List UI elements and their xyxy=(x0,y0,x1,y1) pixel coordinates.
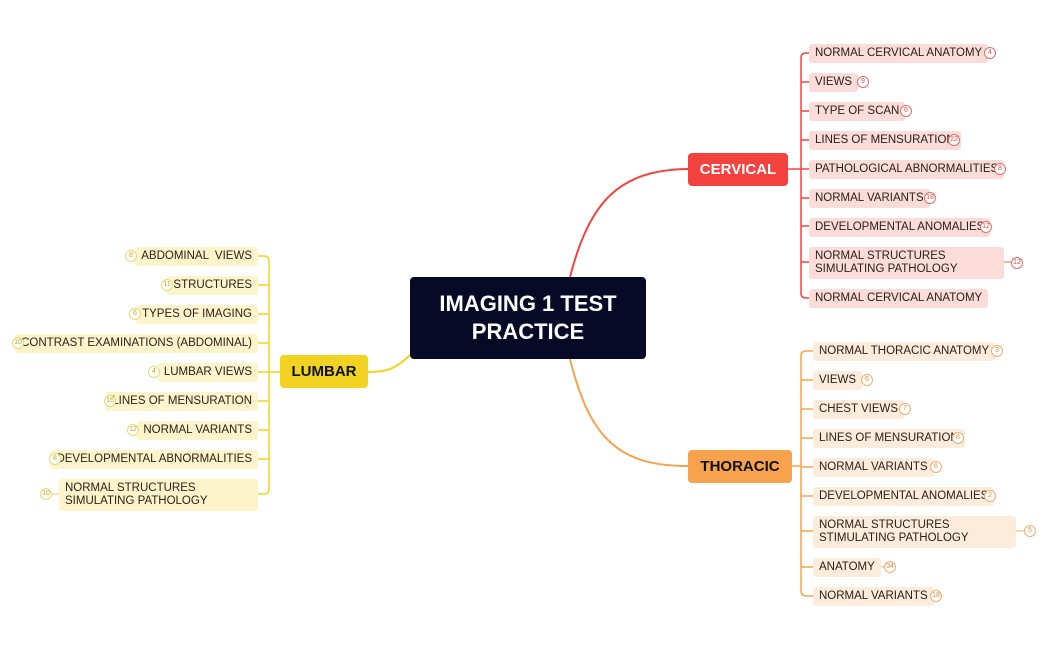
topic-label: LINES OF MENSURATION xyxy=(819,432,959,444)
thoracic-topic[interactable]: NORMAL STRUCTURES STIMULATING PATHOLOGY xyxy=(813,516,1016,548)
thoracic-topic[interactable]: NORMAL VARIANTS xyxy=(813,587,934,606)
topic-label: NORMAL CERVICAL ANATOMY xyxy=(815,47,983,59)
count-badge: 9 xyxy=(857,76,869,88)
count-badge: 8 xyxy=(49,453,61,465)
branch-thoracic[interactable]: THORACIC xyxy=(688,450,792,483)
lumbar-topic[interactable]: DEVELOPMENTAL ABNORMALITIES xyxy=(50,450,258,469)
topic-label: NORMAL STRUCTURES SIMULATING PATHOLOGY xyxy=(65,482,208,507)
cervical-topic[interactable]: NORMAL STRUCTURES SIMULATING PATHOLOGY xyxy=(809,247,1004,279)
topic-label: DEVELOPMENTAL ANOMALIES xyxy=(815,221,985,233)
topic-label: TYPE OF SCAN xyxy=(815,105,900,117)
thoracic-topic[interactable]: CHEST VIEWS xyxy=(813,400,905,419)
count-badge: 8 xyxy=(994,163,1006,175)
count-badge: 12 xyxy=(980,221,992,233)
topic-label: NORMAL VARIANTS xyxy=(815,192,924,204)
lumbar-topic[interactable]: NORMAL STRUCTURES SIMULATING PATHOLOGY xyxy=(59,479,258,511)
thoracic-topic[interactable]: LINES OF MENSURATION xyxy=(813,429,965,448)
count-badge: 4 xyxy=(148,366,160,378)
cervical-topic[interactable]: TYPE OF SCAN xyxy=(809,102,906,121)
cervical-topic[interactable]: PATHOLOGICAL ABNORMALITIES xyxy=(809,160,1005,179)
count-badge: 2 xyxy=(984,490,996,502)
topic-label: NORMAL CERVICAL ANATOMY xyxy=(815,292,983,304)
topic-label: TYPES OF IMAGING xyxy=(142,308,252,320)
count-badge: 4 xyxy=(984,47,996,59)
topic-label: VIEWS xyxy=(819,374,857,386)
thoracic-topic[interactable]: NORMAL VARIANTS xyxy=(813,458,934,477)
count-badge: 8 xyxy=(952,432,964,444)
count-badge: 8 xyxy=(125,250,137,262)
topic-label: CONTRAST EXAMINATIONS (ABDOMINAL) xyxy=(21,337,252,349)
count-badge: 12 xyxy=(127,424,139,436)
count-badge: 6 xyxy=(861,374,873,386)
cervical-topic[interactable]: NORMAL VARIANTS xyxy=(809,189,930,208)
topic-label: LUMBAR VIEWS xyxy=(163,366,252,378)
count-badge: 6 xyxy=(930,461,942,473)
cervical-topic[interactable]: LINES OF MENSURATION xyxy=(809,131,961,150)
cervical-topic[interactable]: NORMAL CERVICAL ANATOMY xyxy=(809,44,989,63)
count-badge: 6 xyxy=(129,308,141,320)
lumbar-topic[interactable]: LINES OF MENSURATION xyxy=(106,392,258,411)
lumbar-topic[interactable]: TYPES OF IMAGING xyxy=(136,305,258,324)
count-badge: 18 xyxy=(930,590,942,602)
topic-label: ABDOMINAL VIEWS xyxy=(141,250,252,262)
topic-label: PATHOLOGICAL ABNORMALITIES xyxy=(815,163,999,175)
branch-lumbar-label: LUMBAR xyxy=(291,363,357,380)
count-badge: 10 xyxy=(40,488,52,500)
lumbar-topic[interactable]: NORMAL VARIANTS xyxy=(137,421,258,440)
cervical-topic[interactable]: DEVELOPMENTAL ANOMALIES xyxy=(809,218,991,237)
lumbar-topic[interactable]: STRUCTURES xyxy=(167,276,258,295)
lumbar-topic[interactable]: CONTRAST EXAMINATIONS (ABDOMINAL) xyxy=(15,334,258,353)
topic-label: STRUCTURES xyxy=(173,279,252,291)
count-badge: 16 xyxy=(104,395,116,407)
topic-label: LINES OF MENSURATION xyxy=(815,134,955,146)
count-badge: 34 xyxy=(884,561,896,573)
cervical-topic[interactable]: NORMAL CERVICAL ANATOMY xyxy=(809,289,989,308)
branch-cervical-label: CERVICAL xyxy=(699,161,777,178)
count-badge: 6 xyxy=(900,105,912,117)
topic-label: ANATOMY xyxy=(819,561,875,573)
root-topic[interactable]: IMAGING 1 TEST PRACTICE xyxy=(410,277,646,359)
count-badge: 12 xyxy=(1011,257,1023,269)
thoracic-topic[interactable]: DEVELOPMENTAL ANOMALIES xyxy=(813,487,995,506)
topic-label: DEVELOPMENTAL ABNORMALITIES xyxy=(56,453,252,465)
topic-label: NORMAL STRUCTURES SIMULATING PATHOLOGY xyxy=(815,250,958,275)
thoracic-topic[interactable]: VIEWS xyxy=(813,371,863,390)
count-badge: 7 xyxy=(899,403,911,415)
lumbar-topic[interactable]: ABDOMINAL VIEWS xyxy=(135,247,258,266)
topic-label: CHEST VIEWS xyxy=(819,403,899,415)
thoracic-topic[interactable]: ANATOMY xyxy=(813,558,881,577)
branch-lumbar[interactable]: LUMBAR xyxy=(280,355,368,388)
count-badge: 3 xyxy=(991,345,1003,357)
count-badge: 10 xyxy=(12,337,24,349)
branch-thoracic-label: THORACIC xyxy=(700,458,780,475)
count-badge: 5 xyxy=(1024,525,1036,537)
lumbar-topic[interactable]: LUMBAR VIEWS xyxy=(157,363,258,382)
branch-cervical[interactable]: CERVICAL xyxy=(688,153,788,186)
count-badge: 18 xyxy=(924,192,936,204)
topic-label: NORMAL VARIANTS xyxy=(819,461,928,473)
thoracic-topic[interactable]: NORMAL THORACIC ANATOMY xyxy=(813,342,996,361)
cervical-topic[interactable]: VIEWS xyxy=(809,73,859,92)
topic-label: VIEWS xyxy=(815,76,853,88)
topic-label: LINES OF MENSURATION xyxy=(112,395,252,407)
topic-label: NORMAL STRUCTURES STIMULATING PATHOLOGY xyxy=(819,519,969,544)
topic-label: NORMAL VARIANTS xyxy=(143,424,252,436)
root-topic-title: IMAGING 1 TEST PRACTICE xyxy=(439,291,617,344)
topic-label: DEVELOPMENTAL ANOMALIES xyxy=(819,490,989,502)
topic-label: NORMAL VARIANTS xyxy=(819,590,928,602)
topic-label: NORMAL THORACIC ANATOMY xyxy=(819,345,990,357)
count-badge: 11 xyxy=(161,279,173,291)
count-badge: 22 xyxy=(948,134,960,146)
